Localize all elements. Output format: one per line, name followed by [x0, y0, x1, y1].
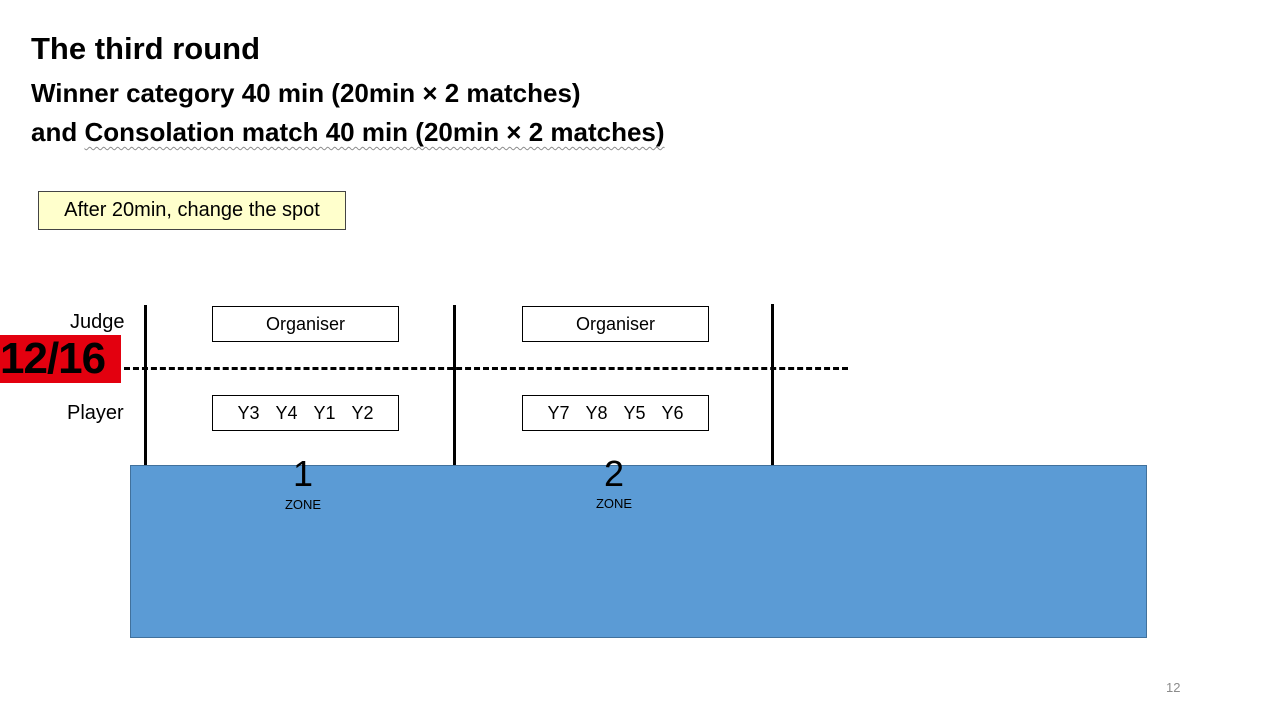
judge-row-label: Judge	[70, 311, 125, 333]
zone-divider-middle	[453, 305, 456, 465]
consolation-match-line: and Consolation match 40 min (20min × 2 …	[31, 119, 665, 145]
player-id: Y6	[661, 403, 684, 423]
zone-2-player-box: Y7 Y8 Y5 Y6	[522, 395, 709, 431]
zone-divider-right	[771, 304, 774, 465]
date-badge: 12/16	[0, 335, 121, 383]
zone-1-judge-box: Organiser	[212, 306, 399, 342]
zone-2-number: 2	[603, 453, 625, 494]
zone-2-judge-box: Organiser	[522, 306, 709, 342]
player-id: Y4	[275, 403, 298, 423]
zone-1-player-box: Y3 Y4 Y1 Y2	[212, 395, 399, 431]
judge-player-separator	[124, 367, 848, 370]
zone-1-number: 1	[292, 453, 314, 494]
player-id: Y2	[351, 403, 374, 423]
consolation-line-text: Consolation match 40 min (20min × 2 matc…	[84, 117, 665, 147]
player-row-label: Player	[67, 402, 124, 424]
player-id: Y1	[313, 403, 336, 423]
spot-change-note: After 20min, change the spot	[38, 191, 346, 230]
pool-area	[130, 465, 1147, 638]
consolation-line-prefix: and	[31, 117, 85, 147]
player-id: Y3	[237, 403, 260, 423]
zone-1-label: ZONE	[284, 497, 322, 512]
player-id: Y8	[585, 403, 608, 423]
player-id: Y7	[547, 403, 570, 423]
zone-2-label: ZONE	[595, 496, 633, 511]
winner-category-line: Winner category 40 min (20min × 2 matche…	[31, 78, 581, 108]
player-id: Y5	[623, 403, 646, 423]
zone-divider-left	[144, 305, 147, 465]
page-number: 12	[1166, 680, 1181, 695]
slide-title: The third round	[31, 31, 261, 66]
